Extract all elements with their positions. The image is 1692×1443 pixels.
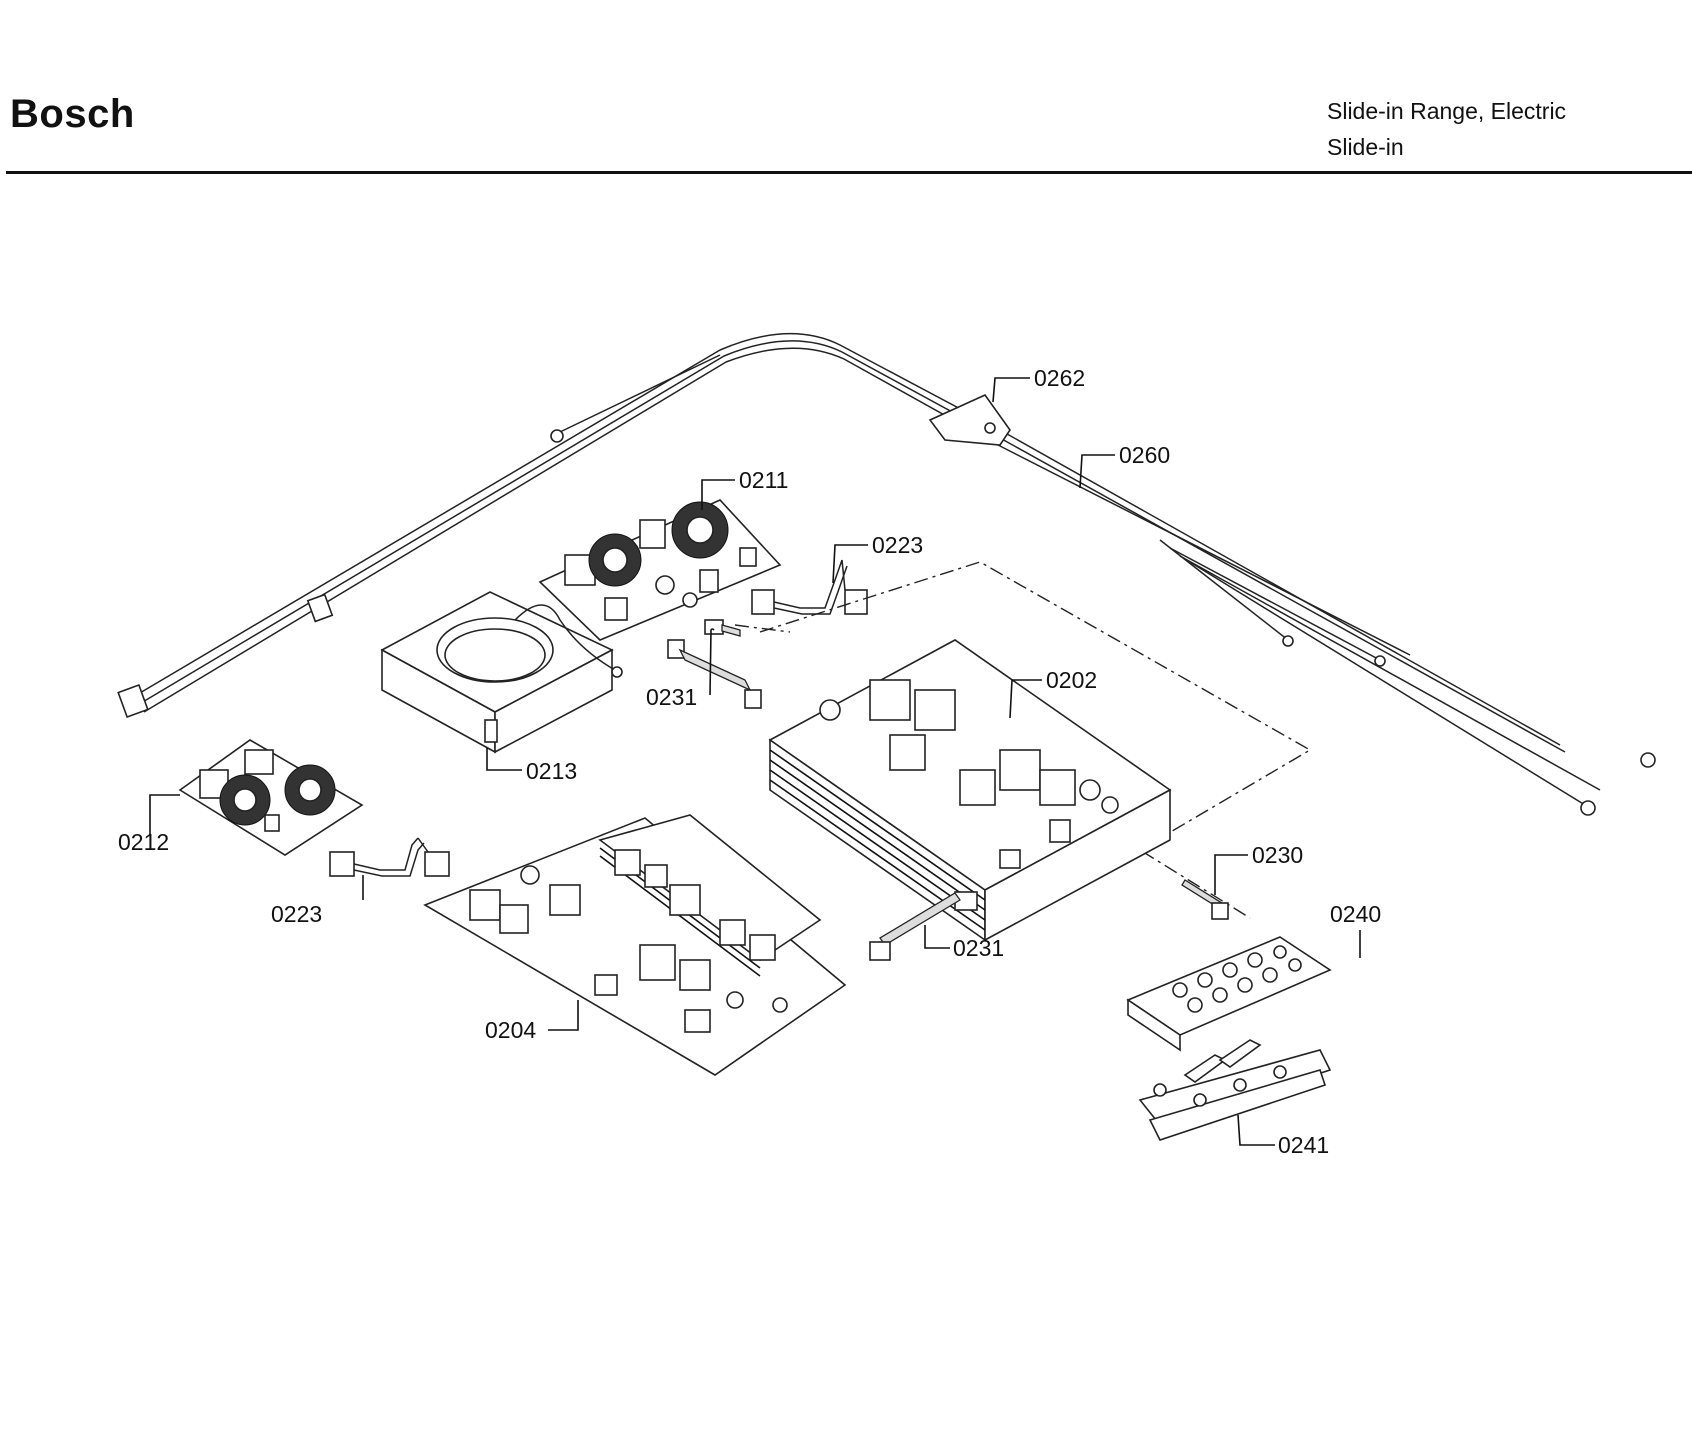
harness-0223-bottom [329,837,450,877]
board-0240 [1126,936,1332,1052]
header-rule [6,171,1692,174]
callout-0211: 0211 [739,467,788,493]
callout-0230: 0230 [1252,842,1303,868]
leader-lines [149,377,1361,1146]
callout-0240: 0240 [1330,901,1381,927]
assembly-outline-2 [734,624,791,633]
board-0202 [768,639,1172,942]
board-0211 [538,499,782,641]
product-line-1: Slide-in Range, Electric [1327,98,1567,124]
board-0204 [423,814,847,1076]
ribbon-0231-top [667,619,762,709]
callout-0260: 0260 [1119,442,1170,468]
callout-0223-top: 0223 [872,532,923,558]
fan-0213 [380,591,623,754]
frame-0241 [1138,1039,1332,1141]
bracket-0262 [928,393,1011,446]
ribbon-0231-bottom [869,891,978,961]
callout-0231-top: 0231 [646,684,697,710]
callout-0231-bottom: 0231 [953,935,1004,961]
harness-0223-top [751,559,868,615]
callout-0262: 0262 [1034,365,1085,391]
wire-harness-0260 [117,332,1656,816]
callout-0213: 0213 [526,758,577,784]
board-0212 [178,739,364,856]
ribbon-0230 [1181,879,1229,920]
callout-0212: 0212 [118,829,169,855]
callout-0202: 0202 [1046,667,1097,693]
callout-0204: 0204 [485,1017,536,1043]
callout-0223-bottom: 0223 [271,901,322,927]
product-line-2: Slide-in [1327,134,1404,160]
callout-0241: 0241 [1278,1132,1329,1158]
brand-name: Bosch [10,92,135,136]
